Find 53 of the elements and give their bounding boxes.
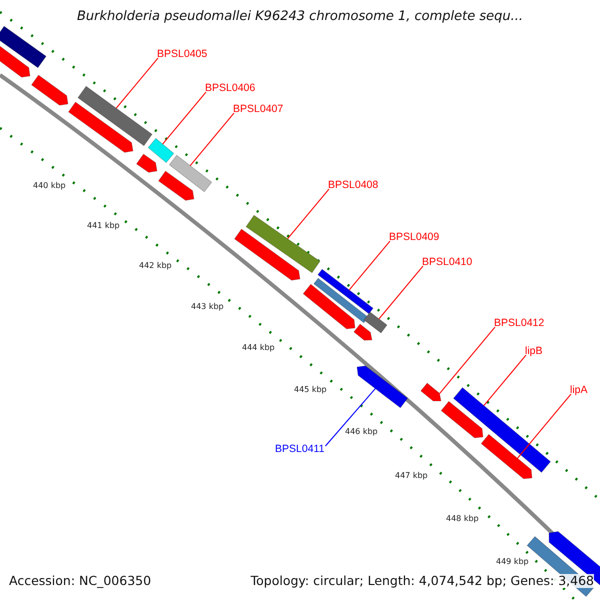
footer-text: Accession: NC_006350 [9,574,152,588]
gene-feature [31,74,68,106]
leader-line [287,188,330,240]
gene-feature [158,170,194,201]
gene-bar [453,387,551,473]
gene-feature [68,102,134,153]
gene-label: BPSL0407 [233,103,284,116]
tick-label: 447 kbp [395,471,428,480]
gene-bar [364,312,388,334]
gene-label: BPSL0411 [275,443,324,456]
tick-label: 441 kbp [87,221,120,230]
gene-feature [0,44,30,78]
gene-bar [0,26,47,68]
leader-line [378,266,424,320]
gene-label: BPSL0408 [328,179,378,192]
gene-feature [136,154,158,173]
gene-feature [420,382,442,402]
leader-line [483,354,526,406]
leader-line [324,388,376,446]
gene-bar [246,214,320,274]
leader-line [439,326,496,394]
tick-label: 444 kbp [242,343,275,352]
gene-bar [313,278,369,324]
gene-label: lipA [570,384,588,396]
gene-bar [77,86,153,146]
tick-label: 443 kbp [191,302,224,312]
gene-label: BPSL0405 [157,48,208,60]
tick-label: 449 kbp [496,557,529,566]
gene-label: BPSL0412 [494,317,544,330]
gene-label: BPSL0410 [422,256,472,268]
gene-feature [234,228,300,281]
gene-bar [148,138,174,164]
leader-line [348,240,390,290]
leader-line [190,112,234,166]
footer-text: Topology: circular; Length: 4,074,542 bp; Genes: 3,468 [250,574,594,588]
gene-bar [317,268,374,314]
gene-feature [356,366,408,408]
gene-bar [168,154,212,192]
gene-feature [302,284,356,330]
tick-label: 448 kbp [446,514,479,524]
gene-label: BPSL0409 [389,231,440,244]
tick-label: 440 kbp [33,181,66,190]
leader-line [116,58,158,109]
gene-label: BPSL0406 [205,82,256,94]
gene-feature [440,400,484,438]
tick-label: 446 kbp [345,427,378,436]
leader-line [162,92,206,145]
title: Burkholderia pseudomallei K96243 chromosome 1, complete sequ... [76,10,524,25]
gene-feature [480,434,532,480]
leader-line [517,394,572,459]
tick-label: 445 kbp [294,385,327,394]
gene-label: lipB [525,345,543,358]
tick-label: 442 kbp [139,261,172,270]
